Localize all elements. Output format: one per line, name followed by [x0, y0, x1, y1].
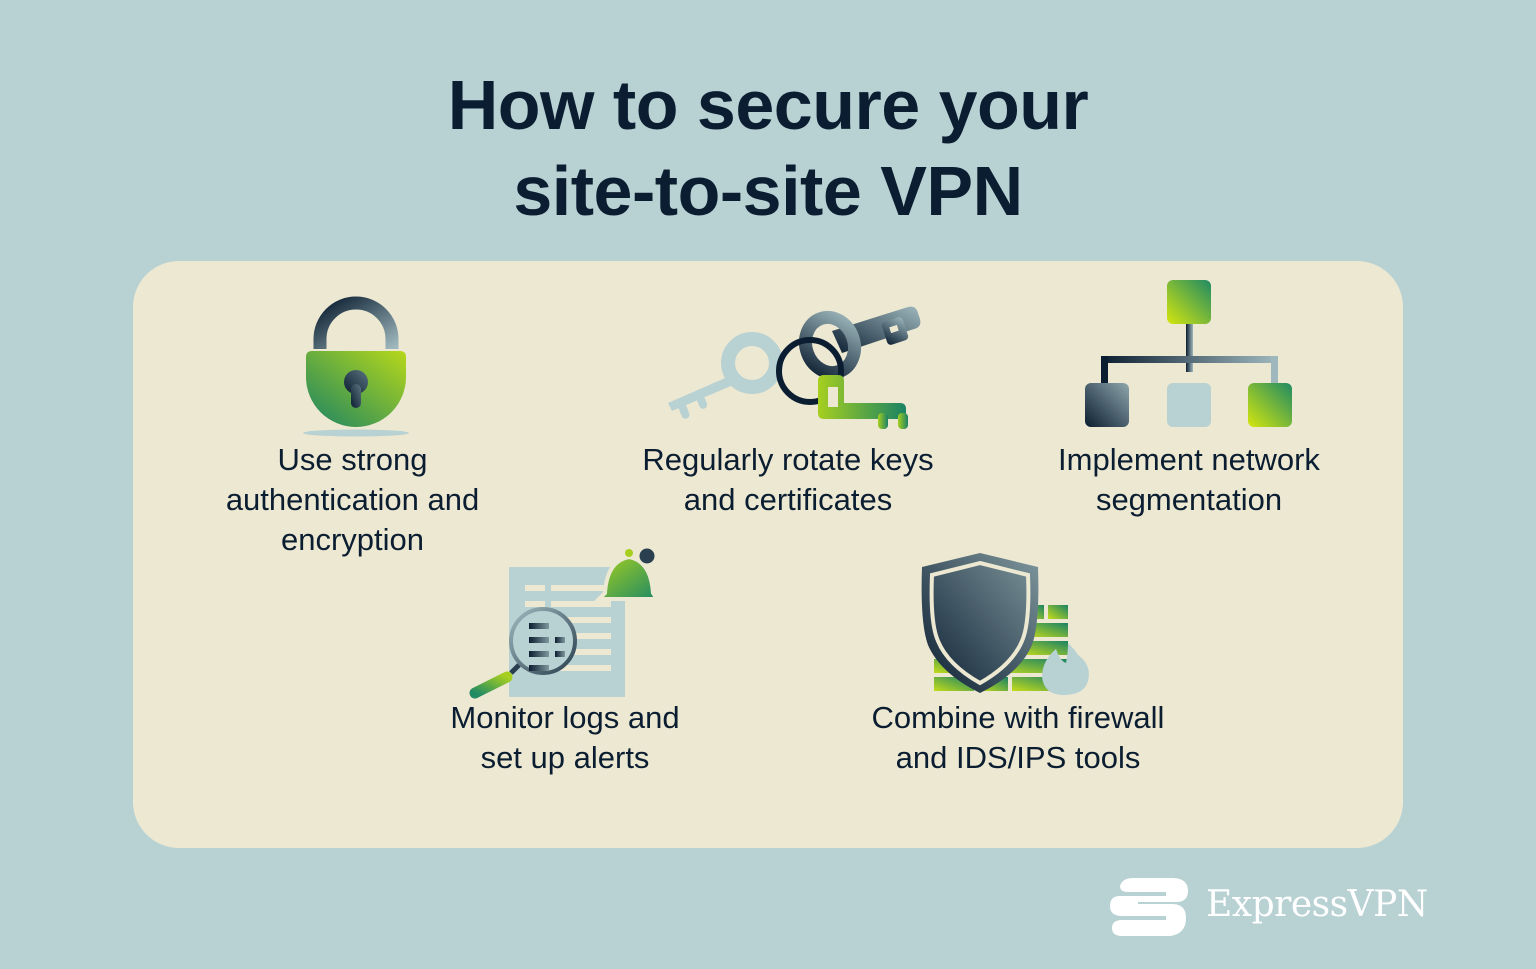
title-line-2: site-to-site VPN: [513, 152, 1023, 230]
shield-firewall-icon: [921, 553, 1089, 695]
tip-rotate-keys: Regularly rotate keys and certificates: [608, 281, 968, 521]
title-line-1: How to secure your: [447, 66, 1089, 144]
network-hierarchy-icon: [1085, 280, 1292, 427]
keys-icon: [668, 306, 921, 429]
tip-label: Use strong authentication and encryption: [225, 442, 480, 557]
tip-label: Implement network segmentation: [1058, 442, 1320, 517]
expressvpn-logo-icon: [1110, 878, 1188, 936]
tip-label: Combine with firewall and IDS/IPS tools: [871, 700, 1165, 775]
tip-strong-authentication: Use strong authentication and encryption: [200, 281, 505, 571]
page-title: How to secure your site-to-site VPN: [0, 62, 1536, 234]
tip-label: Monitor logs and set up alerts: [450, 700, 680, 775]
log-magnifier-bell-icon: [469, 545, 657, 699]
padlock-icon: [303, 296, 409, 437]
tip-monitor-logs: Monitor logs and set up alerts: [415, 541, 715, 801]
brand-name: ExpressVPN: [1206, 884, 1428, 925]
tip-label: Regularly rotate keys and certificates: [642, 442, 934, 517]
tips-card: Use strong authentication and encryption: [133, 261, 1403, 848]
expressvpn-logo: ExpressVPN: [1108, 872, 1438, 942]
tip-firewall-ids-ips: Combine with firewall and IDS/IPS tools: [836, 541, 1200, 801]
tip-network-segmentation: Implement network segmentation: [1033, 271, 1345, 521]
